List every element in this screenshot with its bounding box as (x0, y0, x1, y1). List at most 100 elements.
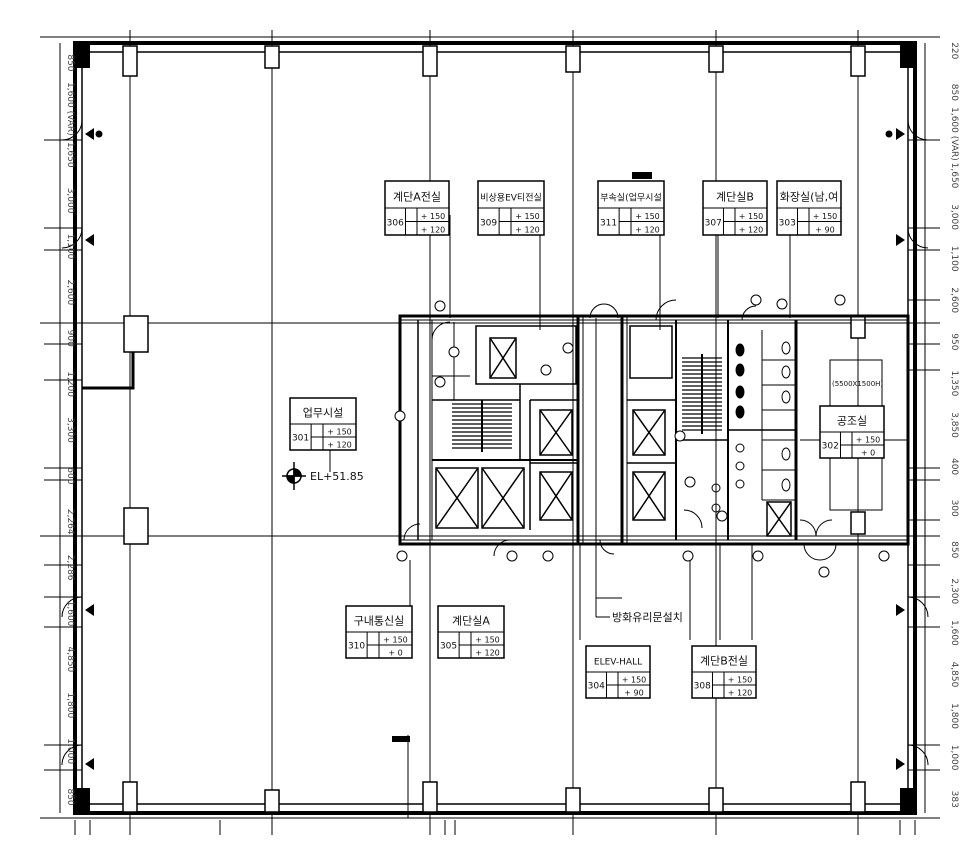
stair-b (682, 354, 722, 434)
room-number: 305 (440, 642, 457, 652)
marker-bar-top (632, 172, 652, 179)
core-walls (398, 314, 910, 546)
duct-line (82, 352, 135, 390)
room-tag-308: 계단B전실 308 + 150 + 120 (691, 645, 757, 699)
dimension-label: 1,350 (949, 371, 959, 397)
dimension-label: 1,600 (949, 620, 959, 646)
dimension-label: 850 (949, 541, 959, 558)
dimension-label: 2,286 (65, 555, 75, 581)
room-height-2: + 0 (388, 648, 402, 657)
dimension-label: 400 (949, 458, 959, 475)
dimension-ticks (74, 820, 916, 835)
room-number: 307 (705, 218, 722, 228)
room-name: 계단실A (452, 615, 490, 628)
dimension-label: 1,100 (949, 246, 959, 272)
room-height-2: + 0 (861, 448, 875, 457)
dimension-label: 4,850 (949, 662, 959, 688)
room-height-1: + 150 (856, 435, 881, 444)
room-height-2: + 120 (728, 688, 753, 697)
room-number: 301 (292, 434, 309, 444)
dimension-label: 1,650 (949, 163, 959, 189)
dimension-label: 850 (949, 84, 959, 101)
equipment-label: (5500X1500H) (832, 380, 883, 388)
room-number: 304 (588, 682, 605, 692)
room-number: 311 (600, 218, 617, 228)
room-height-2: + 120 (475, 648, 500, 657)
room-number: 310 (348, 642, 365, 652)
room-height-1: + 150 (728, 675, 753, 684)
room-height-1: + 150 (635, 212, 660, 221)
room-name: 부속실(업무시설 (600, 192, 661, 203)
dimension-label: 2,300 (949, 578, 959, 604)
dimension-label: 850 (65, 788, 75, 805)
facade-door-arcs (61, 119, 929, 766)
dimension-label: 1,600 (65, 601, 75, 627)
room-tag-301: 업무시설 301 + 150 + 120 (289, 397, 357, 451)
dimension-label: 950 (949, 333, 959, 350)
dimension-label: 850 (65, 54, 75, 71)
room-name: ELEV-HALL (594, 658, 642, 668)
dimension-label: 1,000 (949, 745, 959, 771)
room-number: 303 (779, 218, 796, 228)
room-name: 계단실B (716, 190, 754, 203)
room-tag-311: 부속실(업무시설 311 + 150 + 120 (597, 180, 665, 236)
room-name: 공조실 (837, 415, 867, 428)
room-height-2: + 120 (515, 225, 540, 234)
room-name: 업무시설 (303, 407, 343, 420)
room-name: 계단A전실 (393, 190, 441, 203)
dimension-label: 1,650 (65, 142, 75, 168)
room-height-1: + 150 (327, 427, 352, 436)
room-height-1: + 150 (515, 212, 540, 221)
dimension-label: 1,800 (65, 692, 75, 718)
room-height-1: + 150 (813, 212, 838, 221)
dimension-label: 1,800 (949, 703, 959, 729)
room-name: 구내통신실 (354, 615, 405, 628)
dimension-label: 383 (949, 791, 959, 808)
dimension-label: 300 (949, 500, 959, 517)
room-height-2: + 120 (421, 225, 446, 234)
room-height-1: + 150 (383, 635, 408, 644)
room-tag-307: 계단실B 307 + 150 + 120 (702, 180, 768, 236)
room-number: 309 (480, 218, 497, 228)
marker-bar-bottom (392, 736, 410, 742)
dimension-label: 2,264 (65, 509, 75, 535)
core-door-arcs (403, 299, 837, 561)
dimension-label: 1,200 (65, 371, 75, 397)
room-number: 308 (694, 682, 711, 692)
room-tag-310: 구내통신실 310 + 150 + 0 (345, 605, 413, 659)
room-height-2: + 120 (635, 225, 660, 234)
elevation-target-icon (282, 462, 306, 490)
dimension-label: 3,850 (949, 412, 959, 438)
room-height-1: + 150 (739, 212, 764, 221)
dimension-label: 900 (65, 330, 75, 347)
room-height-2: + 120 (739, 225, 764, 234)
room-tag-309: 비상용EV티전실 309 + 150 + 120 (477, 180, 545, 236)
room-height-1: + 150 (622, 675, 647, 684)
dimension-label: 220 (949, 42, 959, 59)
dimension-label: 3,300 (65, 417, 75, 443)
dimension-label: 600 (65, 467, 75, 484)
dimension-label: 1,600 (VAR) (65, 82, 75, 136)
room-name: 화장실(남,여 (780, 190, 838, 203)
room-number: 306 (387, 218, 404, 228)
room-height-2: + 90 (815, 225, 834, 234)
dimension-label: 2,600 (949, 287, 959, 313)
corner-columns (76, 44, 914, 812)
room-name: 비상용EV티전실 (480, 192, 542, 203)
toilet-stalls (711, 330, 796, 513)
room-tag-303: 화장실(남,여 303 + 150 + 90 (776, 180, 842, 236)
dimension-label: 1,000 (65, 738, 75, 764)
perimeter-columns (122, 45, 866, 813)
stair-a (452, 400, 512, 452)
dimension-label: 2,600 (65, 279, 75, 305)
room-name: 계단B전실 (700, 655, 748, 668)
room-height-1: + 150 (421, 212, 446, 221)
room-height-2: + 120 (327, 440, 352, 449)
room-tag-306: 계단A전실 306 + 150 + 120 (384, 180, 450, 236)
